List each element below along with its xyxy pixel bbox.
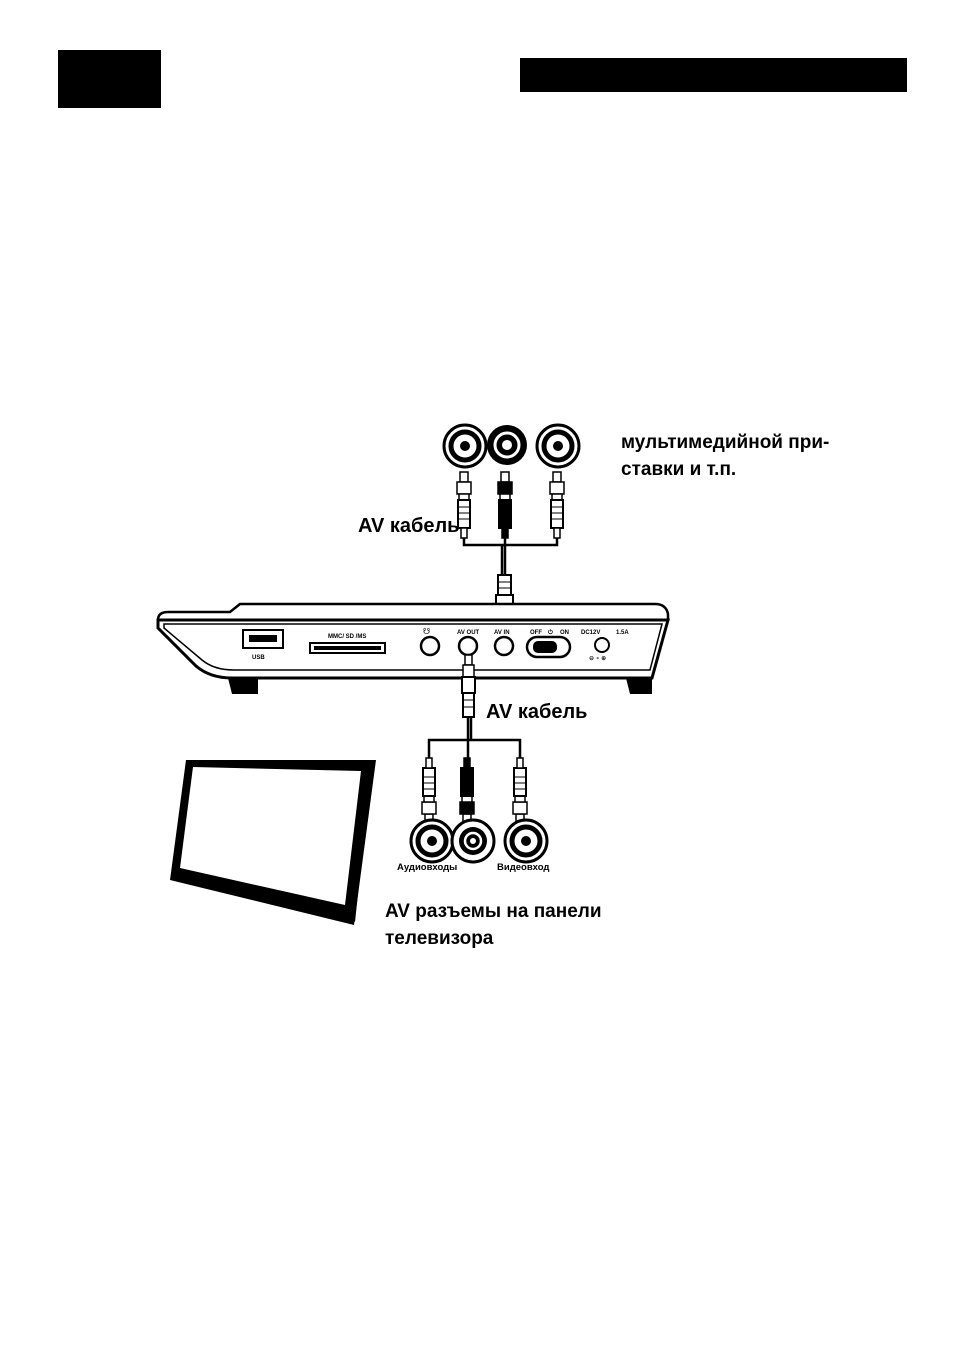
av-cable-label-bottom: AV кабель bbox=[486, 701, 587, 724]
top-av-cable bbox=[464, 538, 557, 575]
source-jack-left bbox=[444, 425, 486, 467]
tv-video-jack bbox=[505, 820, 547, 862]
tv-panel-label: AV разъемы на панели телевизора bbox=[385, 898, 602, 952]
av-in-jack bbox=[495, 637, 513, 655]
bottom-plug-middle bbox=[460, 758, 474, 824]
top-plug-middle bbox=[498, 472, 512, 538]
svg-text:⏻: ⏻ bbox=[548, 629, 553, 636]
svg-text:1.5A: 1.5A bbox=[616, 630, 629, 636]
bottom-plug-right bbox=[513, 758, 527, 824]
av-out-label: AV OUT bbox=[457, 630, 480, 636]
audio-inputs-label: Аудиовходы bbox=[397, 862, 457, 873]
av-out-plug bbox=[462, 655, 475, 717]
switch-off-label: OFF bbox=[530, 630, 542, 636]
bottom-plug-left bbox=[422, 758, 436, 824]
svg-text:⊖ ∘ ⊕: ⊖ ∘ ⊕ bbox=[589, 656, 606, 662]
tv-audio-jack-right bbox=[452, 820, 494, 862]
card-slot-label: MMC/ SD /MS bbox=[328, 634, 366, 640]
tv-audio-jack-left bbox=[411, 820, 453, 862]
source-jack-right bbox=[537, 425, 579, 467]
dc-power-jack bbox=[595, 638, 609, 652]
svg-text:☋: ☋ bbox=[423, 627, 430, 636]
av-out-jack bbox=[459, 637, 477, 655]
av-cable-label-top: AV кабель bbox=[358, 515, 459, 538]
av-in-label: AV IN bbox=[494, 630, 510, 636]
top-plug-right bbox=[550, 472, 564, 538]
switch-on-label: ON bbox=[560, 630, 569, 636]
source-jack-middle bbox=[487, 425, 527, 465]
usb-label: USB bbox=[252, 655, 265, 661]
source-device-label: мультимедийной при- ставки и т.п. bbox=[621, 429, 829, 483]
video-input-label: Видеовход bbox=[497, 862, 549, 873]
tv-screen bbox=[170, 760, 376, 925]
dc-power-label: DC12V bbox=[581, 630, 600, 636]
dvd-player: USB MMC/ SD /MS ☋ AV OUT AV IN OFF ⏻ ON … bbox=[158, 604, 668, 694]
headphone-jack-icon bbox=[421, 637, 439, 655]
